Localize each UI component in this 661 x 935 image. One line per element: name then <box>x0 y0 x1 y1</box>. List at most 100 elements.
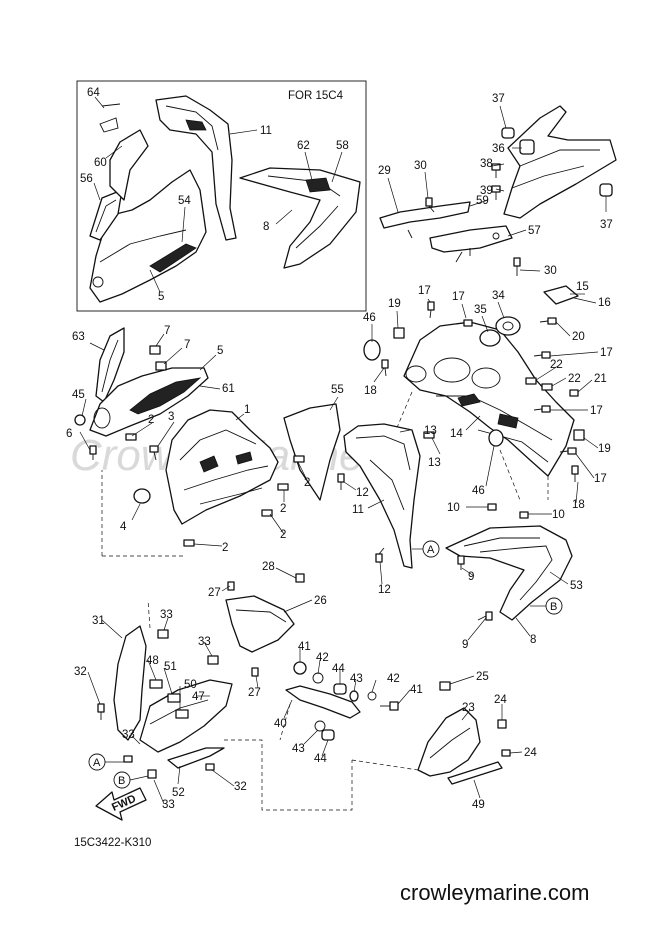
callout-16: 16 <box>598 297 611 309</box>
lower-panel-assembly <box>97 573 511 811</box>
callout-58: 58 <box>336 140 349 152</box>
forward-arrow: FWD <box>95 787 147 821</box>
callout-34: 34 <box>492 290 505 302</box>
callout-63: 63 <box>72 331 85 343</box>
callout-30: 30 <box>414 160 427 172</box>
callout-45: 45 <box>72 389 85 401</box>
callout-42a: 42 <box>316 652 329 664</box>
diagram-code: 15C3422-K310 <box>74 837 151 849</box>
callout-48: 48 <box>146 655 159 667</box>
upper-bracket-assembly <box>379 105 617 276</box>
callout-43a: 43 <box>350 673 363 685</box>
callout-40: 40 <box>274 718 287 730</box>
callout-8: 8 <box>263 221 269 233</box>
callout-10b: 10 <box>552 509 565 521</box>
callout-11b: 11 <box>352 504 364 516</box>
callout-43b: 43 <box>292 743 305 755</box>
callout-64: 64 <box>87 87 100 99</box>
callout-33d: 33 <box>162 799 175 811</box>
callout-13b: 13 <box>428 457 441 469</box>
callout-2a: 2 <box>148 414 154 426</box>
callout-28: 28 <box>262 561 275 573</box>
callout-47: 47 <box>192 691 205 703</box>
callout-49: 49 <box>472 799 485 811</box>
callout-27b: 27 <box>248 687 261 699</box>
callout-18: 18 <box>364 385 377 397</box>
callout-35: 35 <box>474 304 487 316</box>
callout-41a: 41 <box>298 641 311 653</box>
callout-37: 37 <box>492 93 505 105</box>
callout-7a: 7 <box>164 325 170 337</box>
callout-4: 4 <box>120 521 127 533</box>
ref-marker-label: B <box>118 775 125 787</box>
callout-21: 21 <box>594 373 607 385</box>
callout-51: 51 <box>164 661 177 673</box>
callout-53: 53 <box>570 580 583 592</box>
ref-marker-b-left: B <box>113 771 149 789</box>
callout-52: 52 <box>172 787 185 799</box>
callout-36: 36 <box>492 143 505 155</box>
callout-5b: 5 <box>217 345 223 357</box>
callout-17d: 17 <box>590 405 603 417</box>
callout-54: 54 <box>178 195 191 207</box>
callout-17b: 17 <box>452 291 465 303</box>
callout-22b: 22 <box>568 373 581 385</box>
callout-9a: 9 <box>468 571 474 583</box>
ref-marker-label: A <box>427 544 435 556</box>
callout-60: 60 <box>94 157 107 169</box>
inner-panel-assembly <box>363 285 585 501</box>
callout-55: 55 <box>331 384 344 396</box>
callout-59: 59 <box>476 195 489 207</box>
callout-57: 57 <box>528 225 541 237</box>
callout-24b: 24 <box>524 747 537 759</box>
callout-41b: 41 <box>410 684 423 696</box>
callout-15: 15 <box>576 281 589 293</box>
callout-3: 3 <box>168 411 174 423</box>
callout-32b: 32 <box>234 781 247 793</box>
callout-labels: 64 11 60 62 58 56 54 8 5 37 36 30 38 29 … <box>66 87 613 811</box>
callout-56: 56 <box>80 173 93 185</box>
front-cowl <box>101 409 305 557</box>
callout-42b: 42 <box>387 673 400 685</box>
callout-24a: 24 <box>494 694 507 706</box>
callout-39: 39 <box>480 185 493 197</box>
side-cowl-assembly <box>283 403 421 569</box>
callout-5: 5 <box>158 291 164 303</box>
ref-marker-label: B <box>550 601 557 613</box>
callout-10a: 10 <box>447 502 460 514</box>
callout-6: 6 <box>66 428 72 440</box>
callout-12b: 12 <box>378 584 391 596</box>
callout-33c: 33 <box>122 729 135 741</box>
callout-13a: 13 <box>424 425 437 437</box>
callout-2c: 2 <box>280 503 286 515</box>
inset-variant-box: FOR 15C4 <box>76 80 367 312</box>
ref-marker-label: A <box>93 757 101 769</box>
callout-31: 31 <box>92 615 105 627</box>
callout-32a: 32 <box>74 666 87 678</box>
ref-marker-a-left: A <box>88 753 124 771</box>
callout-50: 50 <box>184 679 197 691</box>
inset-title: FOR 15C4 <box>288 90 344 102</box>
side-panel-53 <box>445 503 573 621</box>
callout-26: 26 <box>314 595 327 607</box>
headlight-cover-assembly <box>74 327 209 460</box>
callout-19b: 19 <box>598 443 611 455</box>
callout-33a: 33 <box>160 609 173 621</box>
callout-2e: 2 <box>280 529 286 541</box>
callout-2b: 2 <box>304 477 310 489</box>
callout-46b: 46 <box>472 485 485 497</box>
callout-2d: 2 <box>222 542 228 554</box>
callout-7b: 7 <box>184 339 190 351</box>
callout-9b: 9 <box>462 639 468 651</box>
ref-marker-a-right: A <box>412 540 440 558</box>
callout-20: 20 <box>572 331 585 343</box>
callout-22a: 22 <box>550 359 563 371</box>
site-url-text: crowleymarine.com <box>400 880 590 905</box>
callout-17e: 17 <box>594 473 607 485</box>
callout-27a: 27 <box>208 587 221 599</box>
callout-1: 1 <box>244 404 250 416</box>
leader-lines <box>79 96 607 805</box>
callout-12a: 12 <box>356 487 369 499</box>
callout-23: 23 <box>462 702 475 714</box>
